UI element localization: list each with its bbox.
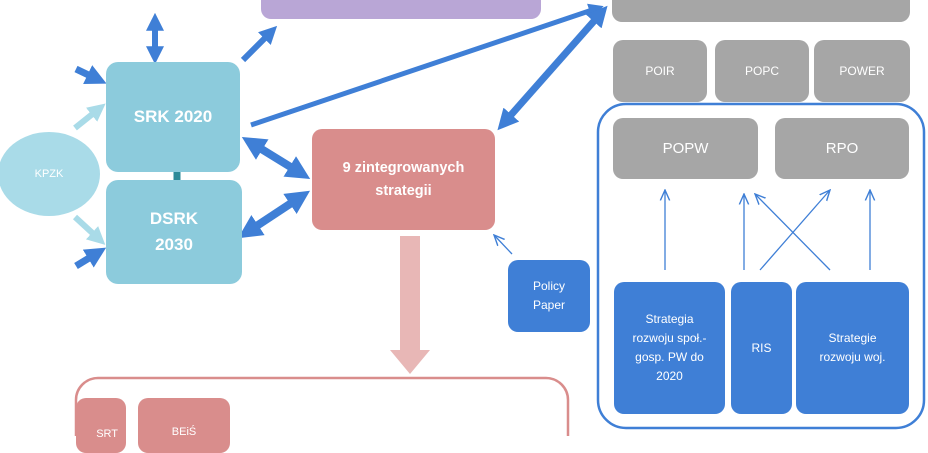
- srt-node: SRT: [76, 398, 126, 453]
- arrow-strategies-down: [390, 236, 430, 374]
- dsrk-node: DSRK 2030: [106, 180, 242, 284]
- strategies-label: 9 zintegrowanych strategii: [342, 159, 465, 199]
- arrow-kpzk-dsrk: [72, 214, 106, 245]
- purple-box: [261, 0, 541, 19]
- poir-label: POIR: [645, 64, 675, 78]
- srt-label: SRT: [96, 428, 118, 440]
- poir-node: POIR: [613, 40, 707, 102]
- policy-paper-label: Policy Paper: [532, 279, 566, 312]
- arrow-srk-top-grey: [250, 3, 604, 128]
- strategie-woj-label: Strategie rozwoju woj.: [819, 331, 886, 364]
- rpo-node: RPO: [775, 118, 909, 179]
- arrow-kpzk-srk: [73, 103, 106, 131]
- strategia-pw-node: Strategia rozwoju społ.-gosp. PW do 2020: [614, 282, 725, 414]
- arrow-strategies-top-grey: [497, 5, 608, 131]
- rpo-label: RPO: [825, 140, 859, 157]
- strategia-pw-label: Strategia rozwoju społ.-gosp. PW do 2020: [632, 312, 707, 383]
- beis-node: BEiŚ: [138, 398, 230, 453]
- strategies-node: 9 zintegrowanych strategii: [312, 129, 495, 230]
- srk-node: SRK 2020: [106, 62, 240, 172]
- arrow-to-purple: [240, 25, 278, 63]
- arrow-woj-popw: [755, 194, 831, 271]
- arrow-srk-strategies: [241, 136, 311, 180]
- srk-label: SRK 2020: [133, 107, 213, 126]
- kpzk-node: KPZK: [0, 132, 100, 216]
- ris-node: RIS: [731, 282, 792, 414]
- dsrk-label: DSRK 2030: [149, 209, 199, 254]
- arrow-dsrk-strategies: [237, 190, 311, 239]
- kpzk-label: KPZK: [34, 168, 64, 180]
- top-grey-box: [612, 0, 910, 22]
- arrow-ris-rpo: [759, 190, 830, 271]
- popw-node: POPW: [613, 118, 758, 179]
- arrow-left-top: [74, 65, 107, 85]
- strategie-woj-node: Strategie rozwoju woj.: [796, 282, 909, 414]
- popw-label: POPW: [662, 140, 709, 157]
- popc-node: POPC: [715, 40, 809, 102]
- arrow-left-bottom: [74, 247, 107, 269]
- arrow-policy-strategies: [494, 235, 513, 255]
- policy-paper-node: Policy Paper: [508, 260, 590, 332]
- beis-label: BEiŚ: [171, 426, 197, 438]
- ris-label: RIS: [751, 340, 772, 355]
- power-label: POWER: [839, 64, 885, 78]
- power-node: POWER: [814, 40, 910, 102]
- regional-container: [596, 102, 926, 430]
- popc-label: POPC: [744, 64, 779, 78]
